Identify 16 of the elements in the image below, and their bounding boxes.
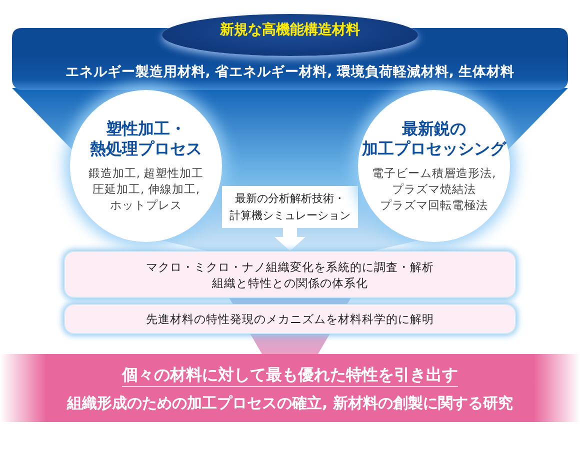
arrow (274, 228, 306, 251)
text-box (222, 186, 358, 228)
panel-text: 先進材料の特性発現のメカニズムを材料科学的に解明 (146, 311, 434, 327)
banner-text: 組織形成のための加工プロセスの確立, 新材料の創製に関する研究 (67, 392, 513, 412)
band-text: エネルギー製造用材料, 省エネルギー材料, 環境負荷軽減材料, 生体材料 (65, 63, 515, 81)
circle-text: 電子ビーム積層造形法,プラズマ焼結法プラズマ回転電極法 (372, 165, 496, 213)
result-panel (64, 251, 516, 298)
box-text: 最新の分析解析技術・計算機シミュレーション (230, 191, 350, 224)
circle-heading: 塑性加工・熱処理プロセス (90, 119, 202, 159)
header-band (12, 56, 568, 90)
result-panel (64, 304, 516, 334)
circle-heading: 最新鋭の加工プロセッシング (362, 119, 506, 159)
panel-text: マクロ・ミクロ・ナノ組織変化を系統的に調査・解析組織と特性との関係の体系化 (146, 258, 434, 290)
circle-text: 鍛造加工, 超塑性加工圧延加工, 伸線加工,ホットプレス (88, 165, 204, 213)
title-text: 新規な高機能構造材料 (220, 21, 360, 39)
banner-heading: 個々の材料に対して最も優れた特性を引き出す (122, 364, 458, 386)
